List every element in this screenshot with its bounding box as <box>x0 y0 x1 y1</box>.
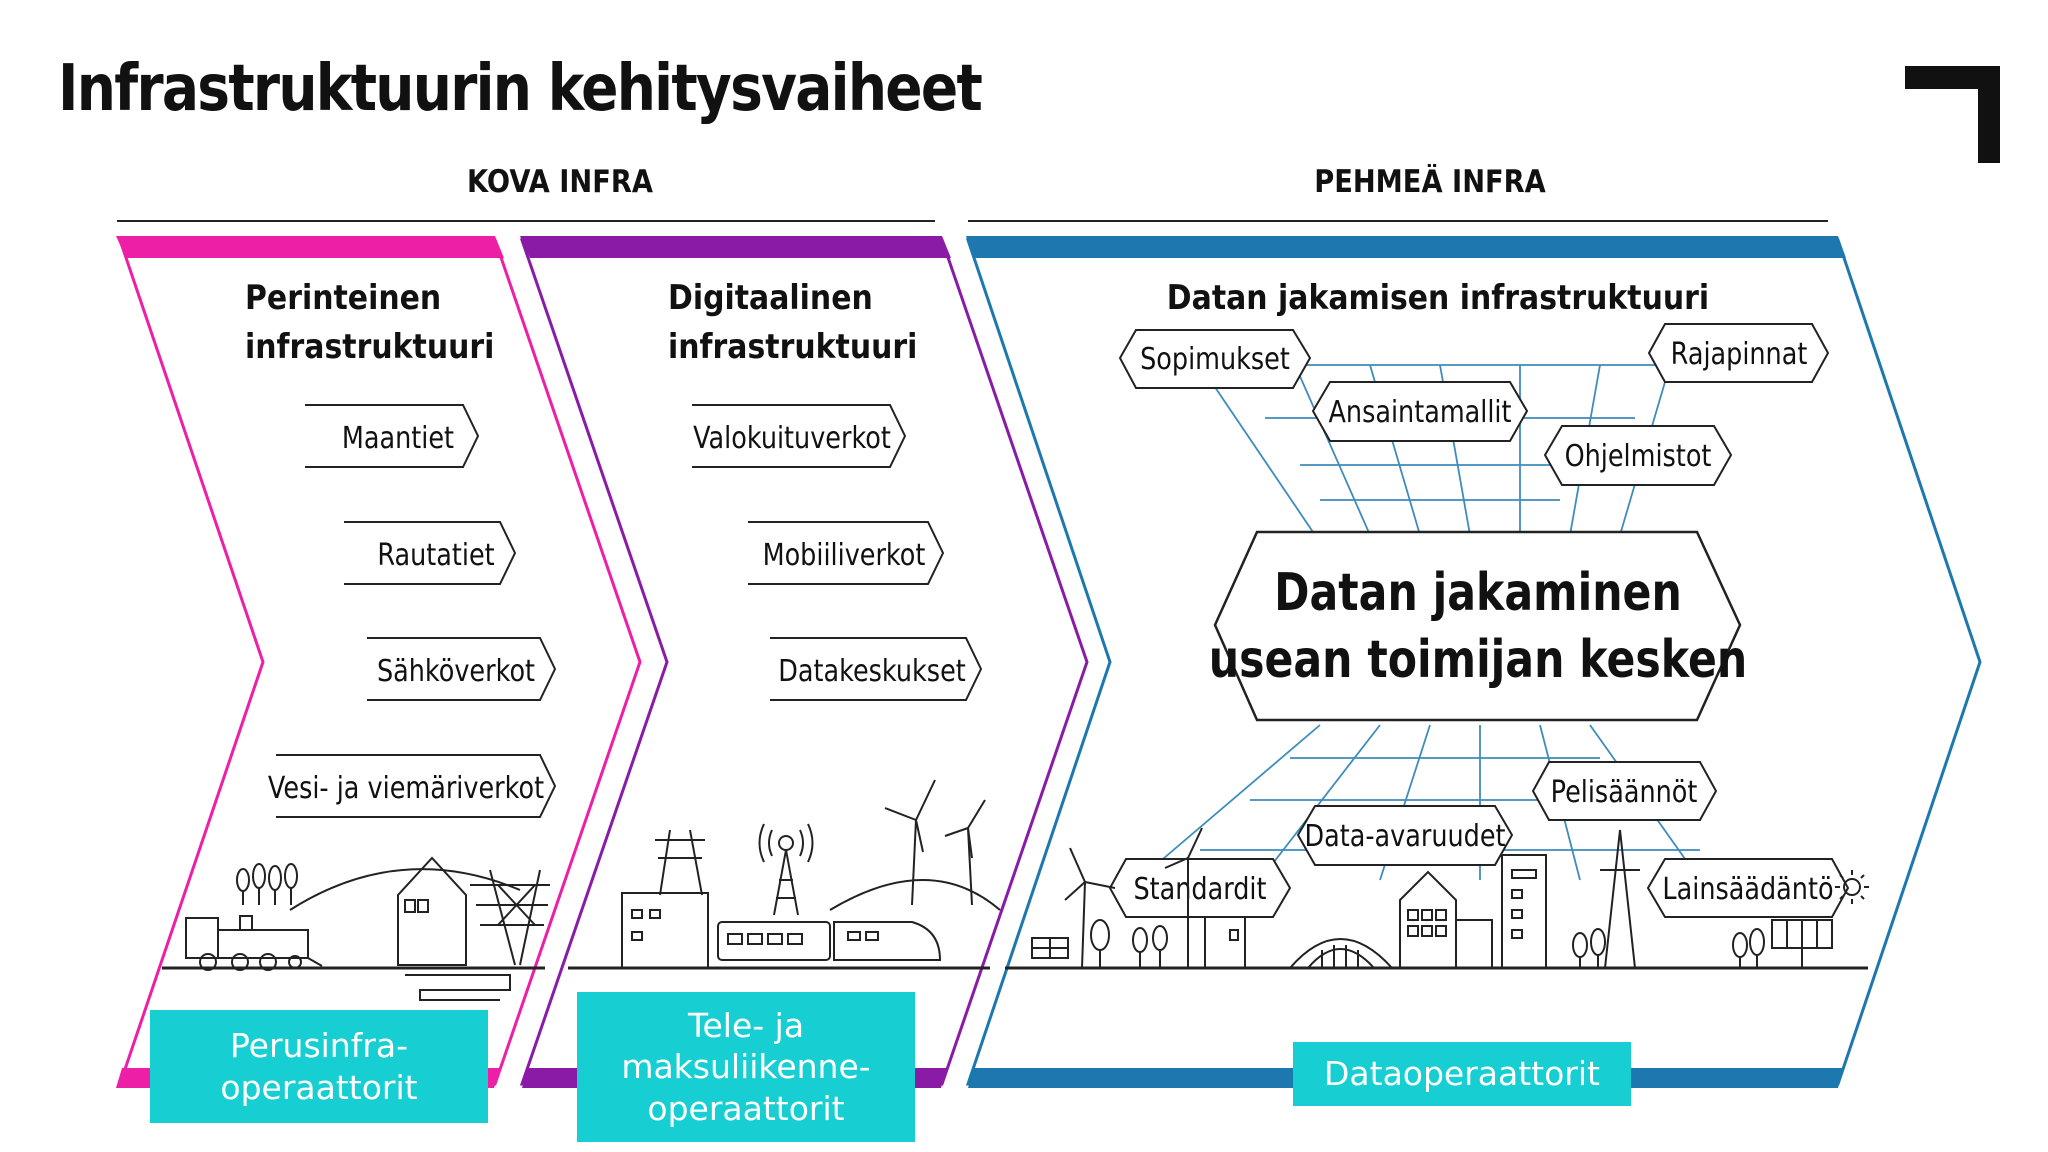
tag-sopimukset: Sopimukset <box>1118 329 1312 389</box>
svg-text:Lainsäädäntö: Lainsäädäntö <box>1662 871 1833 907</box>
radio-tower-icon <box>758 823 814 916</box>
stage1-illustration <box>162 856 550 1001</box>
operator-label-line2: maksuliikenne- <box>621 1047 871 1087</box>
wind-turbine-icon <box>1064 827 1203 969</box>
steam-train-icon <box>185 915 323 971</box>
power-pylon-icon <box>655 829 705 896</box>
svg-text:Rautatiet: Rautatiet <box>377 537 494 573</box>
pipe-network-icon <box>405 974 511 1001</box>
stage2-heading-line1: Digitaalinen <box>668 277 873 317</box>
item-tag-sahkoverkot: Sähköverkot <box>367 637 557 701</box>
item-tag-vesi-ja-viemariverkot: Vesi- ja viemäriverkot <box>268 754 557 818</box>
page-title: Infrastruktuurin kehitysvaiheet <box>58 52 983 126</box>
svg-text:Datan jakaminen: Datan jakaminen <box>1274 563 1682 623</box>
svg-text:Ansaintamallit: Ansaintamallit <box>1328 394 1511 430</box>
center-data-sharing-box: Datan jakaminen usean toimijan kesken <box>1209 530 1748 722</box>
stage3-heading: Datan jakamisen infrastruktuuri <box>1167 277 1709 317</box>
high-speed-train-icon <box>717 921 942 961</box>
operator-label-line1: Tele- ja <box>687 1006 805 1046</box>
arched-building-icon <box>1289 938 1393 969</box>
tree-icons <box>236 863 298 905</box>
tree-icons <box>1090 919 1765 968</box>
svg-text:Rajapinnat: Rajapinnat <box>1671 336 1808 372</box>
item-tag-maantiet: Maantiet <box>305 404 480 468</box>
svg-text:Datakeskukset: Datakeskukset <box>778 653 966 689</box>
stage3-illustration <box>1005 827 1869 970</box>
item-tag-datakeskukset: Datakeskukset <box>770 637 983 701</box>
operator-box-perusinfra: Perusinfra- operaattorit <box>150 1010 488 1123</box>
tag-standardit: Standardit <box>1108 858 1292 918</box>
tag-ohjelmistot: Ohjelmistot <box>1543 425 1733 486</box>
operator-label-line2: operaattorit <box>220 1067 418 1107</box>
tag-data-avaruudet: Data-avaruudet <box>1296 805 1514 866</box>
tag-rajapinnat: Rajapinnat <box>1647 323 1830 383</box>
section-hard-infra: KOVA INFRA <box>467 164 653 200</box>
power-pylon-icon <box>470 869 550 966</box>
wind-turbine-icon <box>884 779 986 906</box>
svg-text:Sopimukset: Sopimukset <box>1140 341 1290 377</box>
house-icon <box>397 856 467 966</box>
operator-box-tele: Tele- ja maksuliikenne- operaattorit <box>577 992 915 1142</box>
svg-text:Valokuituverkot: Valokuituverkot <box>693 420 891 456</box>
stage2-illustration <box>568 779 1001 970</box>
svg-text:Ohjelmistot: Ohjelmistot <box>1565 438 1712 474</box>
power-pylon-icon <box>1600 829 1640 969</box>
stage1-heading-line2: infrastruktuuri <box>245 326 494 366</box>
stage1-heading-line1: Perinteinen <box>245 277 441 317</box>
tag-lainsaadanto: Lainsäädäntö <box>1646 858 1850 918</box>
svg-text:Sähköverkot: Sähköverkot <box>377 653 535 689</box>
svg-text:Maantiet: Maantiet <box>342 420 454 456</box>
item-tag-rautatiet: Rautatiet <box>344 521 517 585</box>
svg-text:Standardit: Standardit <box>1133 871 1266 907</box>
section-soft-infra: PEHMEÄ INFRA <box>1314 164 1546 200</box>
svg-text:Vesi- ja viemäriverkot: Vesi- ja viemäriverkot <box>268 770 544 806</box>
tag-pelisaannot: Pelisäännöt <box>1531 761 1718 821</box>
item-tag-mobiiliverkot: Mobiiliverkot <box>748 521 945 585</box>
svg-text:usean toimijan kesken: usean toimijan kesken <box>1209 630 1748 690</box>
operator-box-data: Dataoperaattorit <box>1293 1042 1631 1106</box>
solar-panel-icon <box>1031 937 1069 959</box>
item-tag-valokuituverkot: Valokuituverkot <box>692 404 907 468</box>
operator-label-line1: Perusinfra- <box>229 1026 409 1066</box>
tag-ansaintamallit: Ansaintamallit <box>1311 381 1529 442</box>
sun-icon <box>1835 870 1869 904</box>
solar-panel-icon <box>1771 919 1833 968</box>
svg-text:Pelisäännöt: Pelisäännöt <box>1551 774 1698 810</box>
stage2-heading-line2: infrastruktuuri <box>668 326 917 366</box>
operator-label-line3: operaattorit <box>647 1088 845 1128</box>
svg-text:Mobiiliverkot: Mobiiliverkot <box>763 537 926 573</box>
operator-label-line1: Dataoperaattorit <box>1324 1054 1600 1094</box>
svg-text:Data-avaruudet: Data-avaruudet <box>1304 818 1505 854</box>
